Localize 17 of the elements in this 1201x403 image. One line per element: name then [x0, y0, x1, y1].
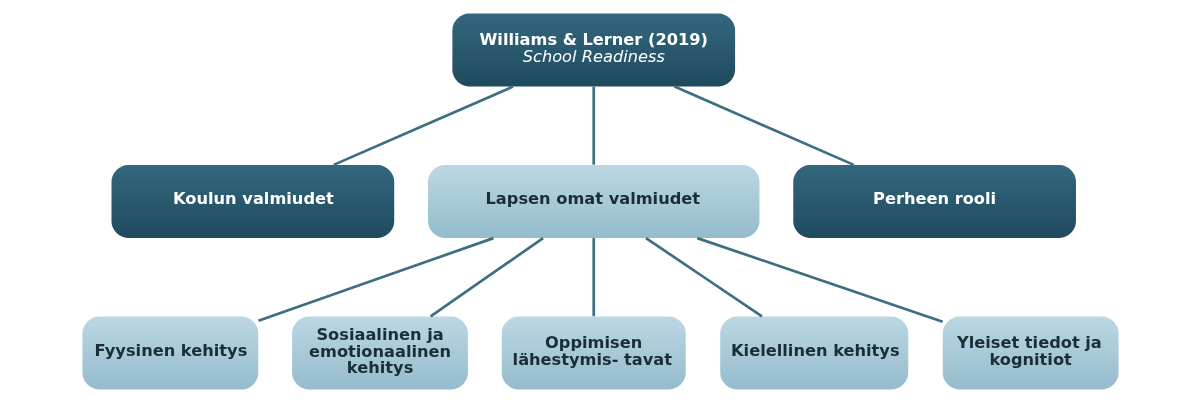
connector [673, 85, 855, 167]
connector [696, 236, 944, 323]
node-box: Kielellinen kehitys [720, 316, 909, 390]
connector [429, 237, 544, 318]
connector [645, 237, 763, 318]
node-box: Williams & Lerner (2019) School Readiness [452, 13, 736, 87]
node-box: Sosiaalinen ja emotionaalinen kehitys [292, 316, 468, 390]
node-box: Koulun valmiudet [111, 165, 395, 238]
node-box: Yleiset tiedot ja kognitiot [942, 316, 1119, 390]
node-box: Oppimisen lähestymis- tavat [501, 316, 686, 390]
connector [592, 86, 596, 165]
node-box: Fyysinen kehitys [82, 316, 259, 390]
connector [333, 85, 514, 167]
connector [592, 238, 596, 317]
connector [258, 236, 494, 322]
node-box: Perheen rooli [793, 165, 1076, 238]
node-box: Lapsen omat valmiudet [428, 165, 760, 238]
